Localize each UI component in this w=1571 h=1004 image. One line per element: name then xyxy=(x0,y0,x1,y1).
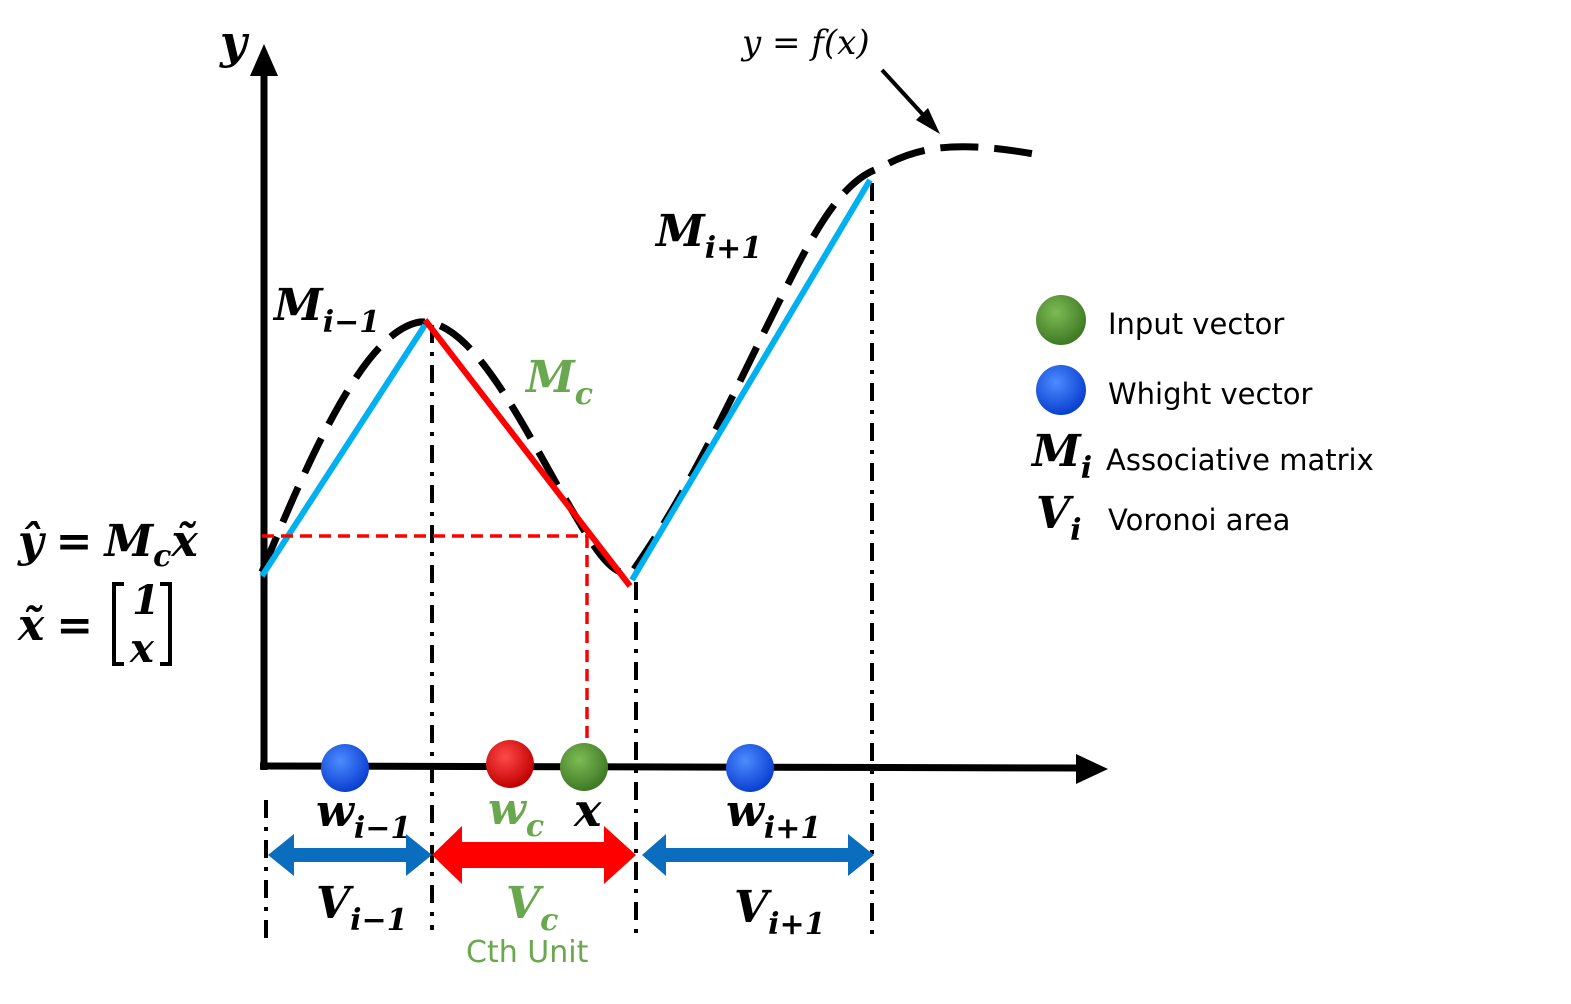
legend: Input vector Whight vector Mi Associativ… xyxy=(1030,295,1374,548)
curve-label: y = f(x) xyxy=(740,23,870,63)
label-v-current-caption: Cth Unit xyxy=(466,935,589,970)
voronoi-arrows xyxy=(268,826,874,884)
piecewise-approximation xyxy=(259,178,873,588)
input-vector-dot xyxy=(560,743,608,791)
bracket-left xyxy=(112,582,124,666)
label-w-next: wi+1 xyxy=(726,786,821,846)
legend-voronoi-label: Voronoi area xyxy=(1108,503,1290,537)
weight-vector-current-dot xyxy=(486,740,534,788)
vectors xyxy=(321,740,774,792)
voronoi-boundaries xyxy=(264,183,874,942)
curve-label-pointer xyxy=(880,68,928,120)
weight-vector-prev-dot xyxy=(321,744,369,792)
curve-label-pointer-head xyxy=(916,108,940,134)
segment-m-prev xyxy=(259,323,428,578)
label-v-prev: Vi−1 xyxy=(316,878,408,938)
label-m-prev: Mi−1 xyxy=(272,280,380,340)
voronoi-arrow-prev xyxy=(268,834,432,876)
weight-vector-next-dot xyxy=(726,744,774,792)
legend-input-label: Input vector xyxy=(1108,307,1284,341)
legend-weight-label: Whight vector xyxy=(1108,377,1313,411)
vector-bottom-entry: x xyxy=(129,625,155,672)
legend-assoc-symbol: Mi xyxy=(1030,426,1092,486)
label-v-next: Vi+1 xyxy=(734,882,826,942)
legend-assoc-label: Associative matrix xyxy=(1106,443,1374,477)
x-axis xyxy=(259,762,1083,772)
segment-m-current xyxy=(422,318,633,588)
label-input-x: x xyxy=(573,783,602,837)
true-function-curve xyxy=(258,143,1046,577)
bracket-right xyxy=(160,582,172,666)
voronoi-arrow-current xyxy=(432,826,636,884)
y-axis-label: y xyxy=(219,15,250,69)
vector-top-entry: 1 xyxy=(132,577,160,624)
y-axis-arrowhead xyxy=(250,44,278,76)
legend-weight-dot xyxy=(1036,365,1086,415)
projection-lines xyxy=(262,534,589,742)
equation-xtilde: x̃= 1 x xyxy=(17,577,172,672)
label-w-current: wc xyxy=(488,784,544,844)
voronoi-arrow-next xyxy=(642,834,874,876)
legend-input-dot xyxy=(1036,295,1086,345)
label-m-current: Mc xyxy=(524,352,593,412)
label-m-next: Mi+1 xyxy=(654,206,762,266)
equation-xtilde-lhs: x̃= xyxy=(17,600,93,651)
label-v-current: Vc xyxy=(506,878,558,938)
axes xyxy=(250,44,1108,784)
legend-voronoi-symbol: Vi xyxy=(1036,488,1082,548)
label-w-prev: wi−1 xyxy=(316,786,411,846)
segment-m-next xyxy=(629,178,873,582)
equation-yhat: ŷ=Mcx̃ xyxy=(17,516,198,574)
x-axis-arrowhead xyxy=(1076,754,1108,784)
